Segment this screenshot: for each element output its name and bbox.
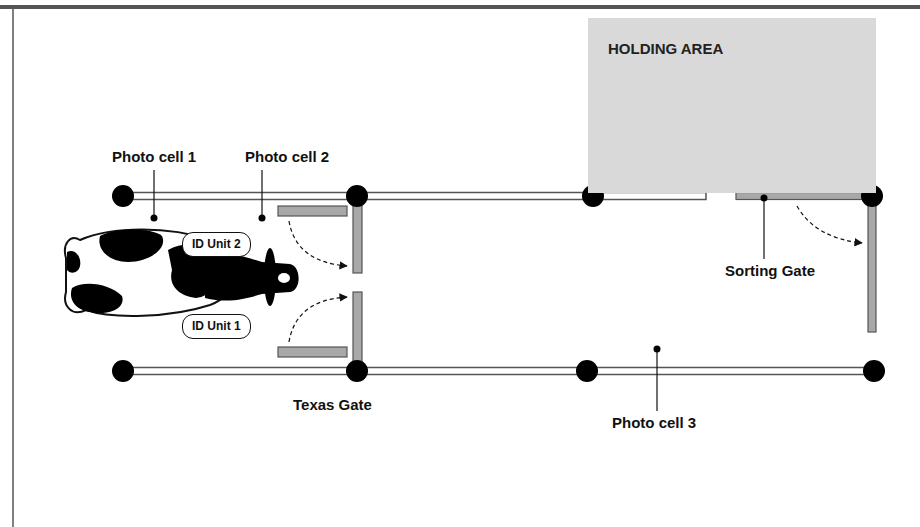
cow-head — [205, 254, 299, 301]
photo-cell — [259, 215, 266, 222]
sorting-gate-closed — [736, 193, 868, 200]
part-label: Photo cell 3 — [610, 414, 698, 432]
post — [112, 360, 134, 382]
texas-gate-leaf — [353, 292, 362, 366]
id-unit-box: ID Unit 2 — [182, 232, 251, 257]
id-unit-box: ID Unit 1 — [182, 314, 251, 339]
photo-cell-dots — [151, 195, 768, 353]
leader-line — [763, 198, 764, 259]
sorting-gate-open — [868, 200, 876, 332]
part-label: Texas Gate — [291, 396, 374, 414]
swing-arc — [289, 297, 347, 342]
texas-gate-leaf — [353, 204, 362, 273]
post — [863, 360, 885, 382]
leader-line — [261, 170, 262, 218]
part-label: Photo cell 1 — [110, 148, 198, 166]
swing-arc — [797, 206, 862, 243]
leader-lines — [154, 170, 764, 411]
cow-patch — [67, 251, 80, 273]
photo-cell — [654, 346, 661, 353]
fence-posts — [112, 185, 885, 382]
cow — [65, 230, 299, 316]
swing-arc — [289, 221, 347, 266]
node-label: ID Unit 2 — [192, 237, 241, 252]
node-label: HOLDING AREA — [608, 40, 856, 57]
node-label: ID Unit 1 — [192, 319, 241, 334]
cow-ears — [264, 248, 276, 306]
part-label: Sorting Gate — [723, 262, 817, 280]
frame-left — [12, 9, 14, 527]
texas-gate-open — [278, 206, 347, 216]
part-label: Photo cell 2 — [243, 148, 331, 166]
frame-top — [0, 5, 920, 9]
cow-patch — [71, 284, 123, 313]
cow-blaze — [278, 273, 290, 283]
post — [346, 360, 368, 382]
post — [112, 185, 134, 207]
leader-line — [656, 349, 657, 411]
leader-line — [153, 170, 154, 218]
holding-area: HOLDING AREA — [588, 18, 876, 193]
post — [576, 360, 598, 382]
fence-rail — [123, 193, 706, 200]
photo-cell — [151, 215, 158, 222]
gate-pivot — [761, 195, 768, 202]
texas-gate-open — [278, 347, 347, 357]
cow-patch — [99, 230, 163, 262]
post — [346, 185, 368, 207]
fence-rail — [123, 368, 874, 375]
